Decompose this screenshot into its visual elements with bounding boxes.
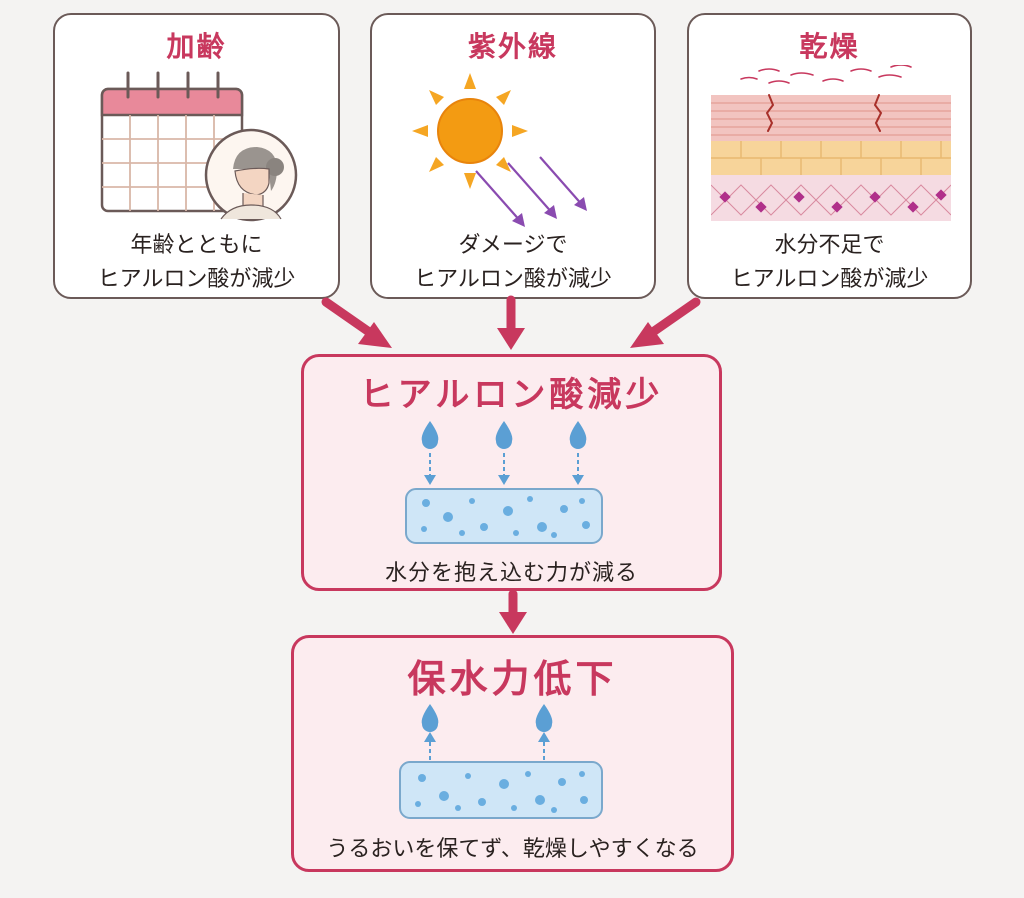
- reduction-box: ヒアルロン酸減少 水分を抱え込む力が減る: [301, 354, 722, 591]
- water-drop-icon: [421, 704, 439, 732]
- water-drops-rising: [421, 704, 553, 762]
- caption-line: 水分不足で: [774, 233, 885, 258]
- cause-title-aging: 加齢: [166, 30, 227, 63]
- caption-line: 年齢とともに: [130, 233, 263, 258]
- reduction-title: ヒアルロン酸減少: [359, 375, 664, 415]
- water-drop-icon: [421, 421, 439, 449]
- water-drop-icon: [569, 421, 587, 449]
- caption-line: ヒアルロン酸が減少: [730, 267, 929, 292]
- cause-caption-uv: ダメージで ヒアルロン酸が減少: [372, 229, 654, 297]
- cause-caption-aging: 年齢とともに ヒアルロン酸が減少: [55, 229, 338, 297]
- arrow-reduction-to-result: [499, 589, 527, 634]
- cause-title-uv: 紫外線: [467, 30, 558, 63]
- hyaluronic-sponge-icon: [405, 488, 603, 544]
- cause-title-dryness: 乾燥: [799, 30, 860, 63]
- result-title: 保水力低下: [407, 656, 618, 701]
- reduction-caption: 水分を抱え込む力が減る: [384, 561, 638, 586]
- cause-caption-dryness: 水分不足で ヒアルロン酸が減少: [689, 229, 970, 297]
- water-drop-icon: [535, 704, 553, 732]
- uv-ray-arrows-icon: [475, 156, 587, 227]
- elderly-woman-icon: [204, 128, 298, 222]
- sun-icon: [412, 73, 528, 189]
- water-drops-falling: [421, 421, 587, 485]
- result-box: 保水力低下 うるおいを保てず、乾燥しやすくなる: [291, 635, 734, 872]
- arrow-uv-to-reduction: [497, 295, 525, 350]
- arrow-dryness-to-reduction: [630, 297, 701, 348]
- hyaluronic-sponge-icon: [399, 761, 603, 819]
- skin-cross-section-icon: [711, 65, 951, 221]
- water-drop-icon: [495, 421, 513, 449]
- cause-card-dryness: 乾燥: [687, 13, 972, 299]
- caption-line: ダメージで: [458, 233, 568, 258]
- caption-line: ヒアルロン酸が減少: [414, 267, 612, 292]
- caption-line: ヒアルロン酸が減少: [97, 267, 296, 292]
- cause-card-aging: 加齢 年齢とともに ヒアルロン酸が減少: [53, 13, 340, 299]
- result-caption: うるおいを保てず、乾燥しやすくなる: [326, 837, 699, 862]
- arrow-aging-to-reduction: [321, 297, 392, 348]
- cause-card-uv: 紫外線 ダメージで ヒアルロン酸が減少: [370, 13, 656, 299]
